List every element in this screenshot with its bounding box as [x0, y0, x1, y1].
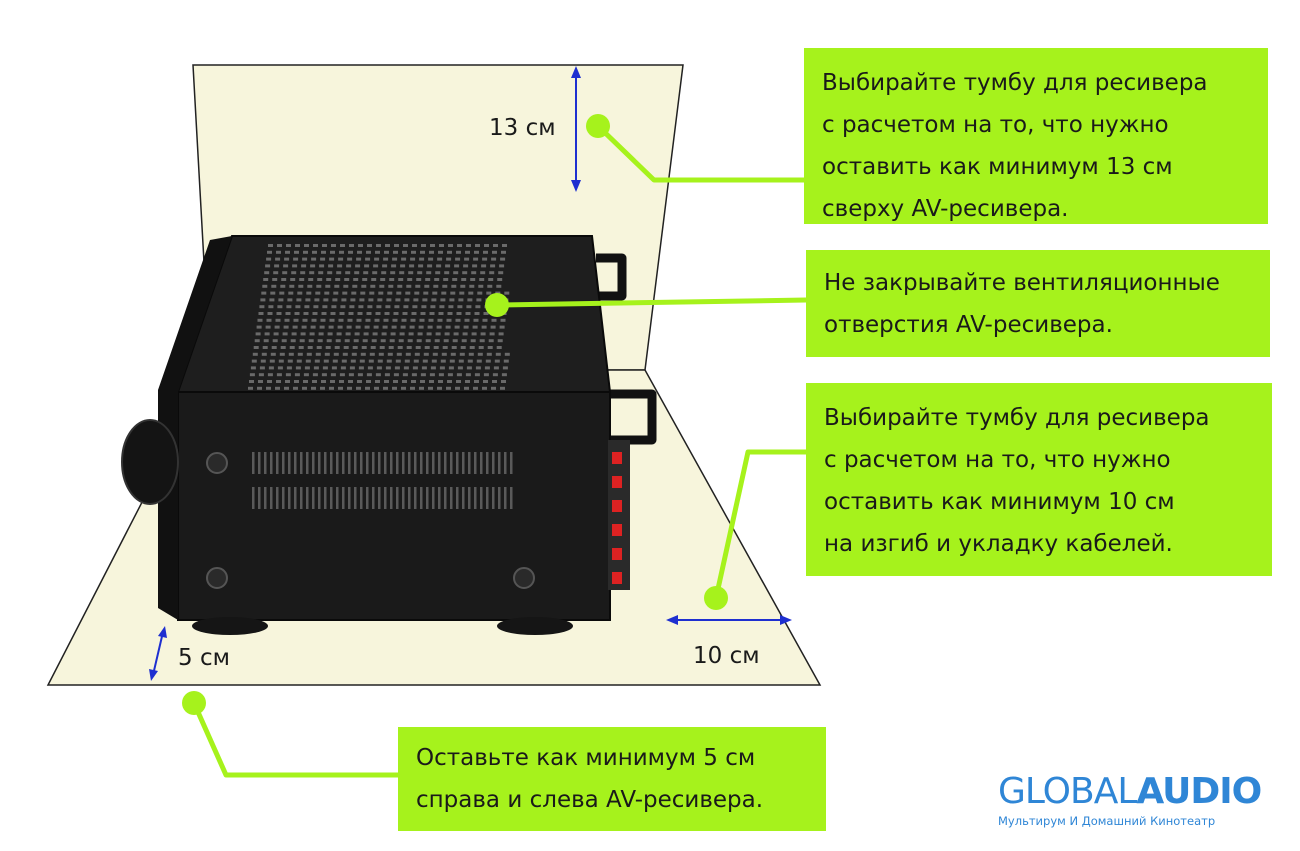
dimension-back-label: 10 см	[693, 643, 760, 669]
receiver-front-edge	[158, 236, 232, 620]
top-vent-grid	[248, 244, 510, 390]
leader-dot-top	[586, 114, 610, 138]
leader-dots	[182, 114, 728, 715]
receiver-foot-right	[497, 617, 573, 635]
leader-dot-vents	[485, 293, 509, 317]
callout-side-clearance: Оставьте как минимум 5 см справа и слева…	[398, 727, 826, 831]
callout-vents: Не закрывайте вентиляционные отверстия A…	[806, 250, 1270, 357]
logo-part1: GLOBAL	[998, 771, 1137, 812]
screws	[206, 452, 535, 589]
dimension-arrows	[149, 66, 792, 681]
leader-dot-back	[704, 586, 728, 610]
global-audio-logo: GLOBALAUDIO Мультирум И Домашний Кинотеа…	[998, 772, 1270, 829]
dimension-top-label: 13 см	[489, 115, 556, 141]
leader-dot-sides	[182, 691, 206, 715]
callout-top-clearance: Выбирайте тумбу для ресивера с расчетом …	[804, 48, 1268, 224]
dimension-side-label: 5 см	[178, 645, 230, 671]
receiver-side	[177, 391, 611, 621]
receiver-foot-left	[192, 617, 268, 635]
logo-tagline: Мультирум И Домашний Кинотеатр	[998, 814, 1216, 828]
leader-lines	[191, 124, 807, 778]
logo-part2: AUDIO	[1136, 771, 1262, 812]
callout-back-clearance: Выбирайте тумбу для ресивера с расчетом …	[806, 383, 1272, 576]
logo-wordmark: GLOBALAUDIO	[998, 772, 1270, 812]
volume-knob	[121, 419, 179, 505]
side-vents	[252, 452, 513, 509]
rear-terminals	[608, 440, 630, 590]
